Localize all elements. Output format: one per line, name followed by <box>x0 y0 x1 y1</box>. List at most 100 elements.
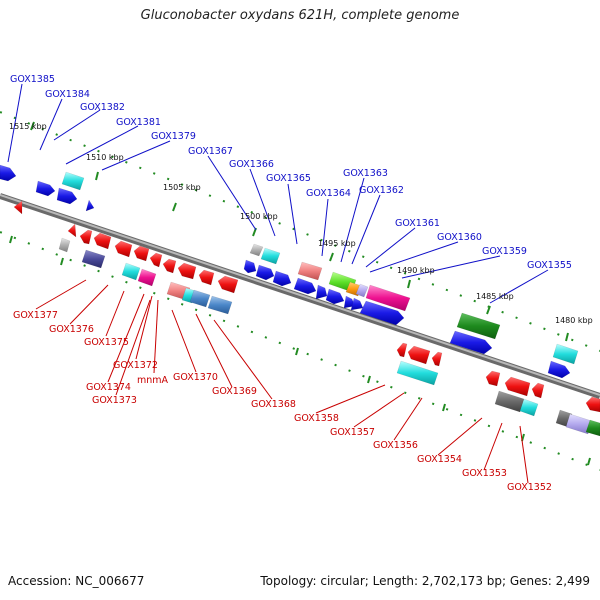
gene-block <box>396 342 408 358</box>
gene-label: GOX1359 <box>482 246 527 257</box>
gene-block <box>93 232 112 250</box>
gene-block <box>272 270 292 287</box>
gene-block <box>485 370 501 387</box>
gene-block <box>407 345 431 365</box>
gene-label: GOX1364 <box>306 188 351 199</box>
genome-summary-text: Topology: circular; Length: 2,702,173 bp… <box>260 574 590 588</box>
gene-block <box>177 262 197 280</box>
gene-label: GOX1385 <box>10 74 55 85</box>
gene-label: GOX1368 <box>251 399 296 410</box>
gene-block <box>585 419 600 437</box>
gene-label: GOX1356 <box>373 440 418 451</box>
reverse-leader-lines <box>35 279 529 484</box>
gene-block <box>255 264 275 281</box>
gene-label: GOX1363 <box>343 168 388 179</box>
gene-block <box>58 237 71 253</box>
scale-label: 1495 kbp <box>318 239 356 248</box>
gene-block <box>61 171 85 191</box>
forward-gene-labels: GOX1385 GOX1384 GOX1382 GOX1381 GOX1379 … <box>10 74 572 271</box>
gene-block <box>494 390 525 413</box>
gene-block <box>162 258 177 274</box>
scale-labels: 1515 kbp 1510 kbp 1505 kbp 1500 kbp 1495… <box>9 122 593 325</box>
gene-label: GOX1369 <box>212 386 257 397</box>
gene-block <box>121 262 141 281</box>
gene-label: GOX1381 <box>116 117 161 128</box>
gene-block <box>189 289 211 308</box>
scale-label: 1515 kbp <box>9 122 47 131</box>
scale-label: 1485 kbp <box>476 292 514 301</box>
gene-block <box>67 223 77 238</box>
gene-label: GOX1376 <box>49 324 94 335</box>
gene-block <box>293 277 317 295</box>
gene-block <box>114 240 133 258</box>
gene-label: GOX1375 <box>84 337 129 348</box>
scale-label: 1490 kbp <box>397 266 435 275</box>
gene-block <box>531 382 545 399</box>
gene-label: GOX1353 <box>462 468 507 479</box>
gene-block <box>56 187 78 205</box>
gene-label: GOX1372 <box>113 360 158 371</box>
scale-label: 1505 kbp <box>163 183 201 192</box>
scale-label: 1480 kbp <box>555 316 593 325</box>
scale-ticks <box>9 121 591 466</box>
gene-block <box>449 330 493 355</box>
forward-strand-genes <box>0 164 579 379</box>
gene-block <box>243 259 257 274</box>
reverse-strand-genes <box>13 200 600 437</box>
gene-block <box>552 343 579 365</box>
gene-label: mnmA <box>137 375 169 386</box>
scale-label: 1500 kbp <box>240 212 278 221</box>
gene-label: GOX1366 <box>229 159 274 170</box>
gene-block <box>85 199 95 212</box>
gene-block <box>81 249 106 269</box>
gene-block <box>565 413 593 435</box>
forward-leader-lines <box>7 83 549 304</box>
gene-block <box>325 288 345 305</box>
gene-label: GOX1354 <box>417 454 462 465</box>
gene-block <box>519 398 539 417</box>
gene-block <box>217 275 239 294</box>
reverse-gene-labels: GOX1377 GOX1376 GOX1375 GOX1372 GOX1374 … <box>13 310 552 493</box>
gene-block <box>0 164 17 182</box>
scale-label: 1510 kbp <box>86 153 124 162</box>
accession-text: Accession: NC_006677 <box>8 574 145 588</box>
gene-block <box>79 229 93 245</box>
gene-label: GOX1361 <box>395 218 440 229</box>
gene-block <box>297 261 323 281</box>
gene-block <box>35 180 56 197</box>
gene-label: GOX1355 <box>527 260 572 271</box>
gene-block <box>355 283 369 298</box>
gene-label: GOX1382 <box>80 102 125 113</box>
gene-label: GOX1377 <box>13 310 58 321</box>
gene-label: GOX1384 <box>45 89 90 100</box>
gene-label: GOX1362 <box>359 185 404 196</box>
gene-label: GOX1352 <box>507 482 552 493</box>
gene-block <box>315 284 328 300</box>
gene-block <box>365 284 411 312</box>
genome-backbone <box>0 193 600 399</box>
gene-label: GOX1365 <box>266 173 311 184</box>
gene-label: GOX1360 <box>437 232 482 243</box>
gene-block <box>198 269 215 286</box>
gene-block <box>207 295 233 315</box>
gene-label: GOX1370 <box>173 372 218 383</box>
map-title: Gluconobacter oxydans 621H, complete gen… <box>140 8 460 23</box>
gene-block <box>149 252 163 268</box>
gene-block <box>504 376 531 397</box>
gene-label: GOX1358 <box>294 413 339 424</box>
gene-block <box>456 312 501 340</box>
gene-block <box>133 245 150 262</box>
gene-label: GOX1373 <box>92 395 137 406</box>
gene-block <box>585 396 600 413</box>
gene-block <box>260 247 281 265</box>
gene-block <box>547 360 571 379</box>
gene-label: GOX1374 <box>86 382 131 393</box>
gene-label: GOX1367 <box>188 146 233 157</box>
gene-block <box>431 351 443 367</box>
gene-label: GOX1357 <box>330 427 375 438</box>
gene-label: GOX1379 <box>151 131 196 142</box>
gene-block <box>13 200 23 215</box>
gene-block <box>249 243 264 257</box>
gene-block <box>396 360 439 386</box>
